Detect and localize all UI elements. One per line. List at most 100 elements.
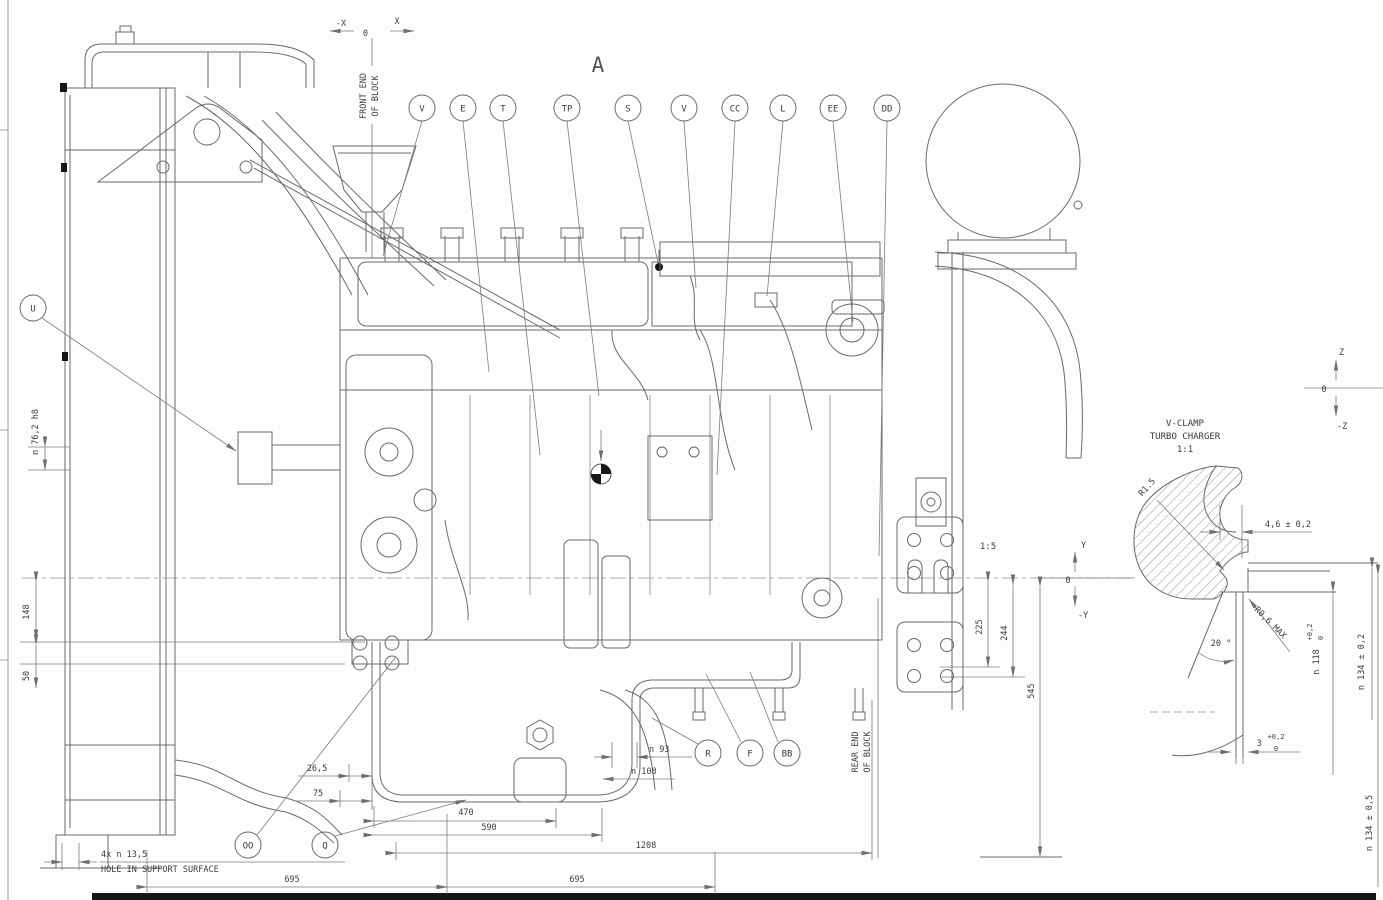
detail-title-line1: V-CLAMP <box>1166 419 1205 429</box>
dim-545: 545 <box>1027 683 1037 698</box>
center-of-gravity-symbol <box>590 430 612 485</box>
vclamp-detail-view: V-CLAMP TURBO CHARGER 1:1 Z 0 -Z R1.5 4,… <box>1133 348 1383 887</box>
balloon-t[interactable] <box>489 94 517 122</box>
intake-funnel <box>332 145 417 252</box>
rear-end-note-line2: OF BLOCK <box>863 731 873 773</box>
exhaust-turbo <box>659 241 885 357</box>
x-pos-label: X <box>394 17 400 27</box>
dim-50: 50 <box>22 671 32 681</box>
detail-title-line2: TURBO CHARGER <box>1150 432 1221 442</box>
balloon-cc-label: CC <box>730 105 741 115</box>
dim-244: 244 <box>1000 625 1010 640</box>
dim-1208: 1208 <box>636 841 656 851</box>
balloon-f[interactable] <box>736 739 764 767</box>
dim-26-5: 26,5 <box>307 764 327 774</box>
balloon-q[interactable] <box>311 831 339 859</box>
balloon-ee[interactable] <box>819 94 847 122</box>
hole-surface-note: HOLE IN SUPPORT SURFACE <box>101 865 219 875</box>
detail-title-scale: 1:1 <box>1177 445 1193 455</box>
balloon-dd-label: DD <box>882 105 893 115</box>
y-axis: Y 0 -Y <box>1038 541 1135 621</box>
front-cover-pulleys <box>345 354 469 641</box>
balloon-e[interactable] <box>449 94 477 122</box>
balloon-f-label: F <box>747 750 752 760</box>
balloon-t-label: T <box>500 105 506 115</box>
left-dimensions: n 76,2 h8 148 50 <box>20 409 365 689</box>
detail-dim-134a: n 134 ± 0,2 <box>1357 634 1367 690</box>
x-zero-label: 0 <box>363 29 368 39</box>
detail-dim-gap: 3 <box>1256 739 1261 749</box>
dim-695-left: 695 <box>284 875 299 885</box>
balloon-l[interactable] <box>769 94 797 122</box>
balloon-v1[interactable] <box>408 94 436 122</box>
balloon-tp[interactable] <box>553 94 581 122</box>
detail-dim-118: n 118 <box>1312 649 1322 675</box>
balloon-v1-label: V <box>419 105 425 115</box>
dim-470: 470 <box>458 808 473 818</box>
right-dimensions: 225 244 545 <box>940 571 1043 858</box>
balloon-oo[interactable] <box>234 831 262 859</box>
dim-225: 225 <box>975 619 985 634</box>
view-label: A <box>592 53 605 77</box>
dim-75: 75 <box>313 789 323 799</box>
balloon-ee-label: EE <box>828 105 839 115</box>
z-zero-label: 0 <box>1321 385 1326 395</box>
detail-dim-118-tol-lo: 0 <box>1317 636 1325 640</box>
y-zero-label: 0 <box>1065 576 1070 586</box>
hole-qty-note: 4x n 13,5 <box>101 850 147 860</box>
balloon-r-label: R <box>705 750 711 760</box>
balloon-cc[interactable] <box>721 94 749 122</box>
balloon-v2[interactable] <box>670 94 698 122</box>
radiator <box>40 25 343 869</box>
z-pos-label: Z <box>1339 348 1344 358</box>
x-axis: -X 0 X FRONT END OF BLOCK <box>329 17 415 258</box>
detail-dim-lip: 4,6 ± 0,2 <box>1265 520 1311 530</box>
balloon-u[interactable] <box>19 294 47 322</box>
rear-end-note: REAR END OF BLOCK <box>851 598 879 858</box>
balloon-r[interactable] <box>694 739 722 767</box>
dim-590: 590 <box>481 823 496 833</box>
dim-108: n 108 <box>631 767 657 777</box>
y-neg-label: -Y <box>1078 611 1088 621</box>
balloons: V E T TP S V CC L EE DD U R F BB OO Q <box>19 94 901 859</box>
dim-148: 148 <box>22 604 32 619</box>
balloon-q-label: Q <box>322 842 327 852</box>
balloon-v2-label: V <box>681 105 687 115</box>
detail-dim-134b: n 134 ± 0,5 <box>1365 795 1375 851</box>
balloon-s-label: S <box>625 105 630 115</box>
detail-dim-r06: R0,6 MAX <box>1252 605 1289 642</box>
balloon-tp-label: TP <box>562 105 573 115</box>
balloon-bb[interactable] <box>773 739 801 767</box>
rear-end-note-line1: REAR END <box>851 732 861 773</box>
balloon-e-label: E <box>460 105 465 115</box>
balloon-oo-label: OO <box>243 842 254 852</box>
oil-pan <box>351 635 866 803</box>
balloon-bb-label: BB <box>782 750 793 760</box>
balloon-l-label: L <box>780 105 785 115</box>
view-scale: 1:5 <box>980 542 996 552</box>
detail-dim-gap-tol-lo: 0 <box>1274 745 1278 753</box>
dim-93: n 93 <box>649 745 669 755</box>
detail-dim-118-tol-hi: +0,2 <box>1306 624 1314 641</box>
balloon-s[interactable] <box>614 94 642 122</box>
pipe-diameter-dims: n 93 n 108 <box>594 742 692 782</box>
bottom-dimensions: 26,5 75 470 590 1208 695 695 4x n 13,5 H… <box>44 700 873 894</box>
hoses <box>185 95 561 339</box>
front-end-note-line1: FRONT END <box>359 73 369 119</box>
air-cleaner <box>925 83 1083 270</box>
z-neg-label: -Z <box>1337 422 1347 432</box>
front-end-note-line2: OF BLOCK <box>371 75 381 117</box>
balloon-u-label: U <box>30 305 35 315</box>
detail-dim-angle: 20 ° <box>1211 639 1231 649</box>
dim-695-right: 695 <box>569 875 584 885</box>
thermostat-housing <box>237 431 340 485</box>
dim-76-2-h8: n 76,2 h8 <box>31 409 41 455</box>
fuel-system <box>563 250 813 649</box>
flywheel-housing <box>801 251 1083 858</box>
balloon-dd[interactable] <box>873 94 901 122</box>
y-pos-label: Y <box>1081 541 1086 551</box>
z-axis: Z 0 -Z <box>1304 348 1383 432</box>
